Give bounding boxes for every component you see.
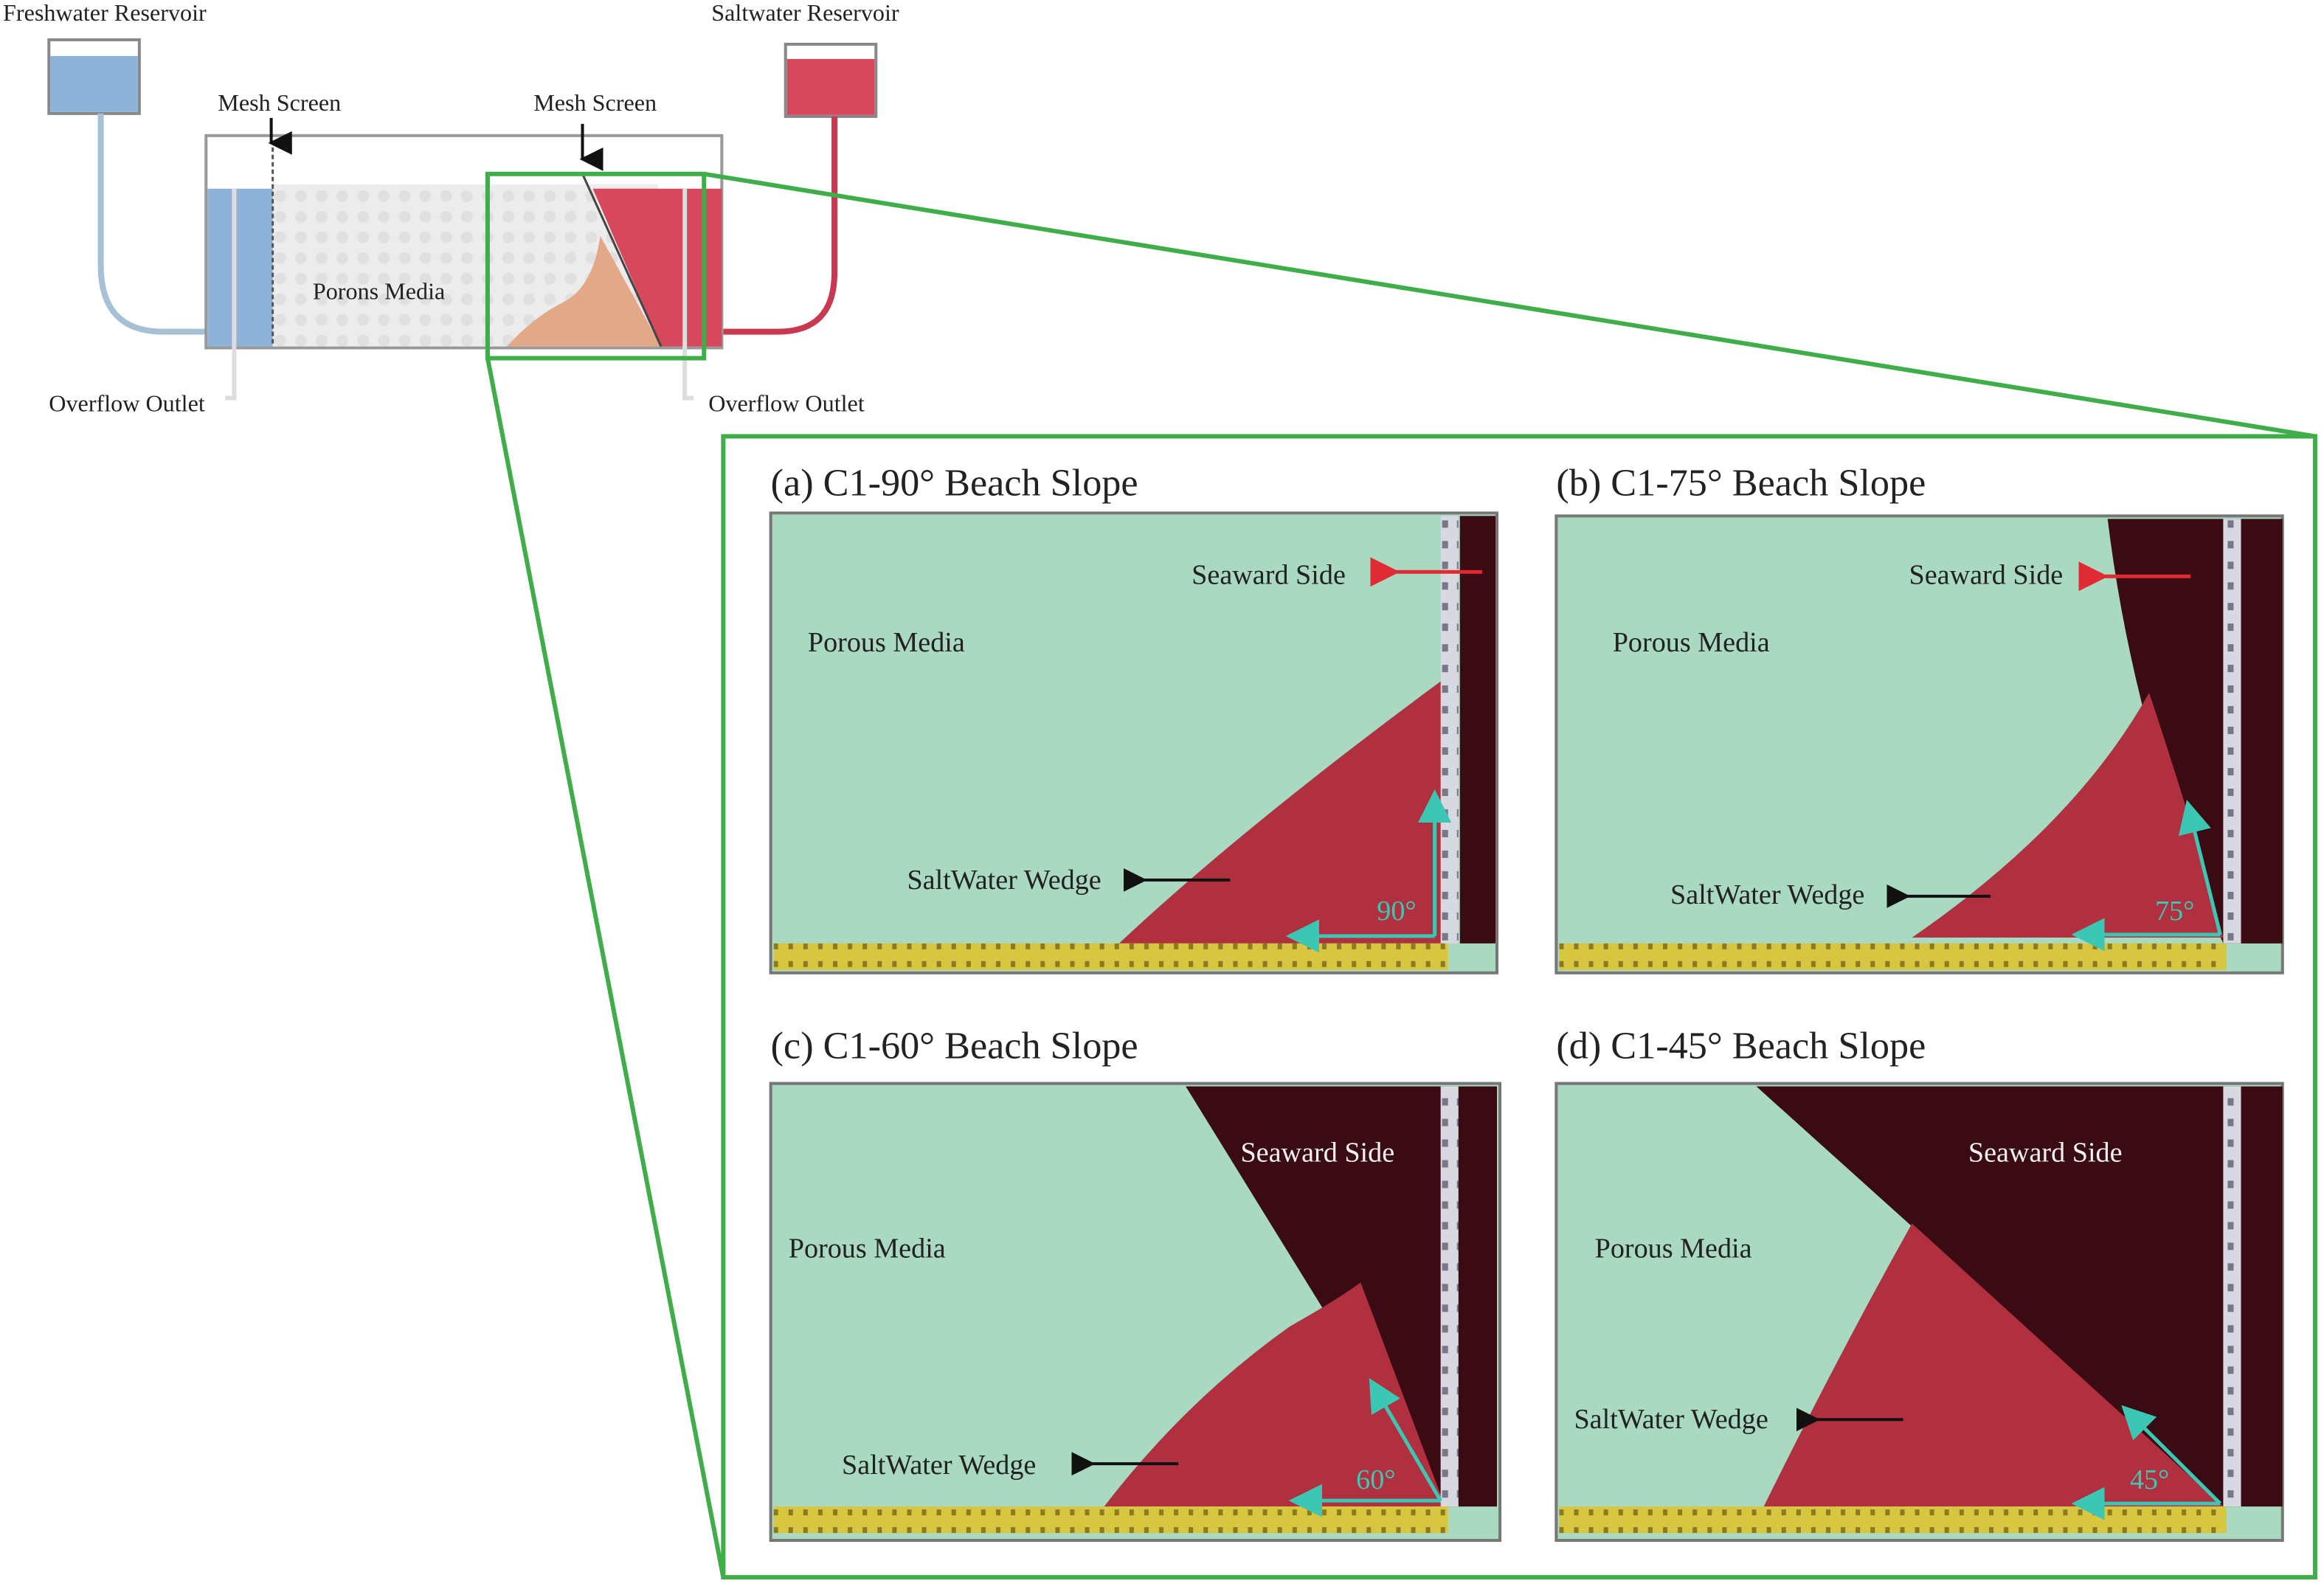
saltwater-pipe (723, 116, 838, 335)
porous-media-label: Porous Media (1595, 1233, 1752, 1264)
panel-title: (a) C1-90° Beach Slope (771, 462, 1138, 504)
mesh-screen-right (581, 173, 663, 347)
porous-media-label: Porons Media (313, 278, 445, 305)
seaward-side-label: Seaward Side (1968, 1138, 2123, 1169)
panel-d: (d) C1-45° Beach Slope Seaward Side Poro… (1554, 1025, 2284, 1543)
overflow-outlet-right-label: Overflow Outlet (708, 390, 865, 417)
seaward-side-label: Seaward Side (1192, 559, 1346, 590)
freshwater-reservoir-label: Freshwater Reservoir (3, 0, 207, 26)
saltwater-reservoir (784, 42, 878, 118)
tank-schematic: Freshwater Reservoir Saltwater Reservoir… (3, 0, 899, 416)
panel-b: (b) C1-75° Beach Slope Seaward Side Poro… (1554, 462, 2284, 975)
panel-title: (d) C1-45° Beach Slope (1556, 1025, 1926, 1067)
seaward-side-label: Seaward Side (1909, 559, 2064, 590)
intruded-wedge (507, 235, 661, 347)
saltwater-wedge-label: SaltWater Wedge (1670, 879, 1864, 910)
freshwater-reservoir (47, 38, 141, 115)
mesh-screen-left-label: Mesh Screen (218, 89, 341, 116)
freshwater-pipe (97, 113, 208, 335)
overflow-outlet-left-label: Overflow Outlet (49, 390, 205, 417)
saltwater-wedge-label: SaltWater Wedge (1574, 1404, 1768, 1435)
angle-label: 75° (2155, 896, 2194, 927)
freshwater-chamber (207, 188, 273, 347)
mesh-screen-right-label: Mesh Screen (533, 89, 657, 116)
panel-title: (b) C1-75° Beach Slope (1556, 462, 1926, 504)
angle-label: 45° (2130, 1464, 2169, 1495)
saltwater-chamber (592, 188, 722, 347)
overflow-pipe-left (225, 188, 237, 401)
zoom-highlight (485, 171, 2317, 1580)
overflow-pipe-right (682, 188, 694, 401)
saltwater-reservoir-label: Saltwater Reservoir (711, 0, 899, 26)
angle-label: 60° (1356, 1464, 1395, 1495)
angle-label: 90° (1377, 896, 1416, 927)
panel-c: (c) C1-60° Beach Slope Seaward Side Poro… (769, 1025, 1502, 1543)
porous-media-label: Porous Media (789, 1233, 946, 1264)
panel-a: (a) C1-90° Beach Slope Seaward Side Poro… (769, 462, 1499, 975)
saltwater-wedge-label: SaltWater Wedge (907, 865, 1101, 896)
saltwater-wedge-label: SaltWater Wedge (842, 1450, 1036, 1481)
porous-media-label: Porous Media (1613, 627, 1770, 658)
panel-title: (c) C1-60° Beach Slope (771, 1025, 1138, 1067)
seaward-side-label: Seaward Side (1240, 1138, 1394, 1169)
porous-media-label: Porous Media (808, 627, 965, 658)
